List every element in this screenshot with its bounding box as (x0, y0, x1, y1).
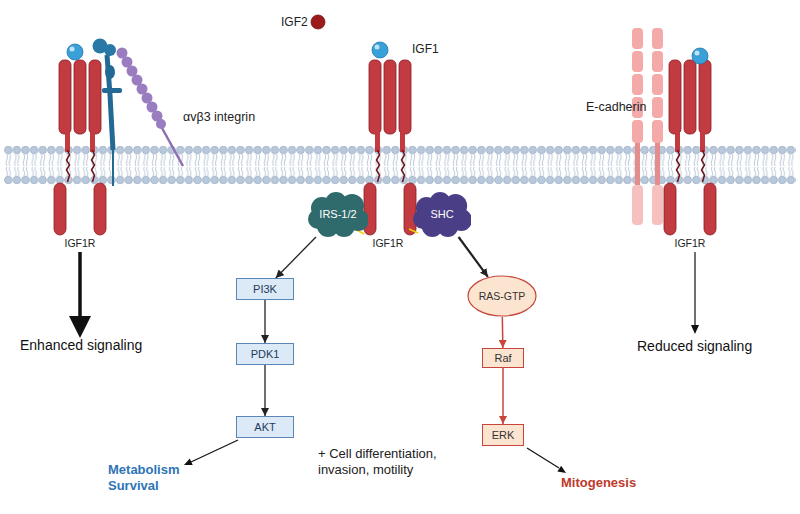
node-label: RAS-GTP (479, 290, 526, 302)
enhanced-arrow (78, 252, 82, 318)
phosphorylation-mark (409, 229, 418, 233)
node-label: PI3K (253, 283, 277, 296)
node-label: PDK1 (251, 348, 280, 361)
outcome-arrow (191, 440, 238, 462)
cadherin-domain (652, 28, 663, 49)
signal-arrow (264, 365, 265, 416)
receptor-label: IGF1R (358, 237, 418, 250)
gtpase-ellipse: RAS-GTP (467, 275, 537, 317)
cadherin-domain (652, 120, 663, 143)
cadherin-domain (652, 97, 663, 118)
integrin-alpha-tail (112, 150, 114, 186)
protein-label: E-cadherin (586, 100, 656, 115)
integrin-shape (93, 39, 184, 187)
signal-arrow (502, 317, 504, 348)
igf1-ligand (372, 42, 388, 58)
kinase-box: ERK (482, 424, 524, 446)
igf1r-receptor (54, 60, 106, 235)
igf1r-receptor (364, 60, 416, 235)
outcome-label: Mitogenesis (561, 475, 671, 491)
note-text: + Cell differentiation, invasion, motili… (318, 446, 468, 477)
cadherin-domain (652, 74, 663, 95)
kinase-box: Raf (482, 348, 524, 368)
reduced-arrow (694, 252, 695, 326)
igf2-ligand (311, 15, 325, 29)
receptor-label: IGF1R (50, 237, 110, 250)
protein-label: αvβ3 integrin (183, 110, 283, 125)
igf1-ligand (692, 48, 708, 64)
cloud-lobe (413, 209, 432, 229)
ligand-highlight (695, 51, 700, 56)
signal-arrow (264, 300, 265, 343)
outcome-label: Metabolism Survival (108, 462, 188, 493)
signal-arrow (502, 368, 504, 424)
cadherin-domain (652, 51, 663, 72)
e-cadherin-shape (632, 28, 663, 225)
igf1-ligand (67, 44, 83, 60)
integrin-beta-stalk (162, 128, 183, 166)
cadherin-domain (632, 28, 643, 49)
node-label: AKT (254, 421, 275, 434)
cadherin-domain (632, 74, 643, 95)
cadherin-stalk (635, 143, 640, 185)
integrin-alpha-domain (105, 65, 115, 79)
ligand-highlight (70, 47, 75, 52)
signal-arrow (459, 237, 488, 277)
ellipse-shape (468, 276, 536, 316)
integrin-alpha-domain (102, 88, 122, 93)
receptor-label: IGF1R (660, 237, 720, 250)
outcome-arrowhead (184, 459, 193, 466)
enhanced-arrowhead (69, 316, 91, 338)
ligand-label: IGF2 (281, 15, 315, 29)
node-label: ERK (492, 429, 515, 442)
integrin-beta-bead (156, 119, 166, 129)
cadherin-stalk (655, 143, 660, 185)
outcome-arrowhead (557, 466, 566, 473)
node-label: IRS-1/2 (319, 208, 356, 221)
integrin-alpha-head (104, 44, 116, 56)
outcome-label: Reduced signaling (637, 338, 787, 355)
igf1r-receptor (664, 60, 716, 235)
cadherin-domain (632, 51, 643, 72)
ligand-label: IGF1 (412, 42, 446, 56)
kinase-box: PI3K (236, 278, 294, 300)
node-label: Raf (494, 352, 511, 365)
outcome-arrow (527, 448, 559, 468)
node-label: SHC (430, 208, 453, 221)
kinase-box: PDK1 (236, 343, 294, 365)
kinase-box: AKT (236, 416, 294, 438)
reduced-arrowhead (691, 325, 699, 334)
cadherin-tail (632, 185, 643, 225)
outcome-label: Enhanced signaling (20, 337, 170, 354)
ligand-highlight (375, 45, 380, 50)
cadherin-domain (632, 120, 643, 143)
adaptor-protein: IRS-1/2 (308, 192, 368, 237)
signal-arrow (276, 237, 316, 278)
adaptor-protein: SHC (413, 192, 471, 237)
cadherin-tail (652, 185, 663, 225)
